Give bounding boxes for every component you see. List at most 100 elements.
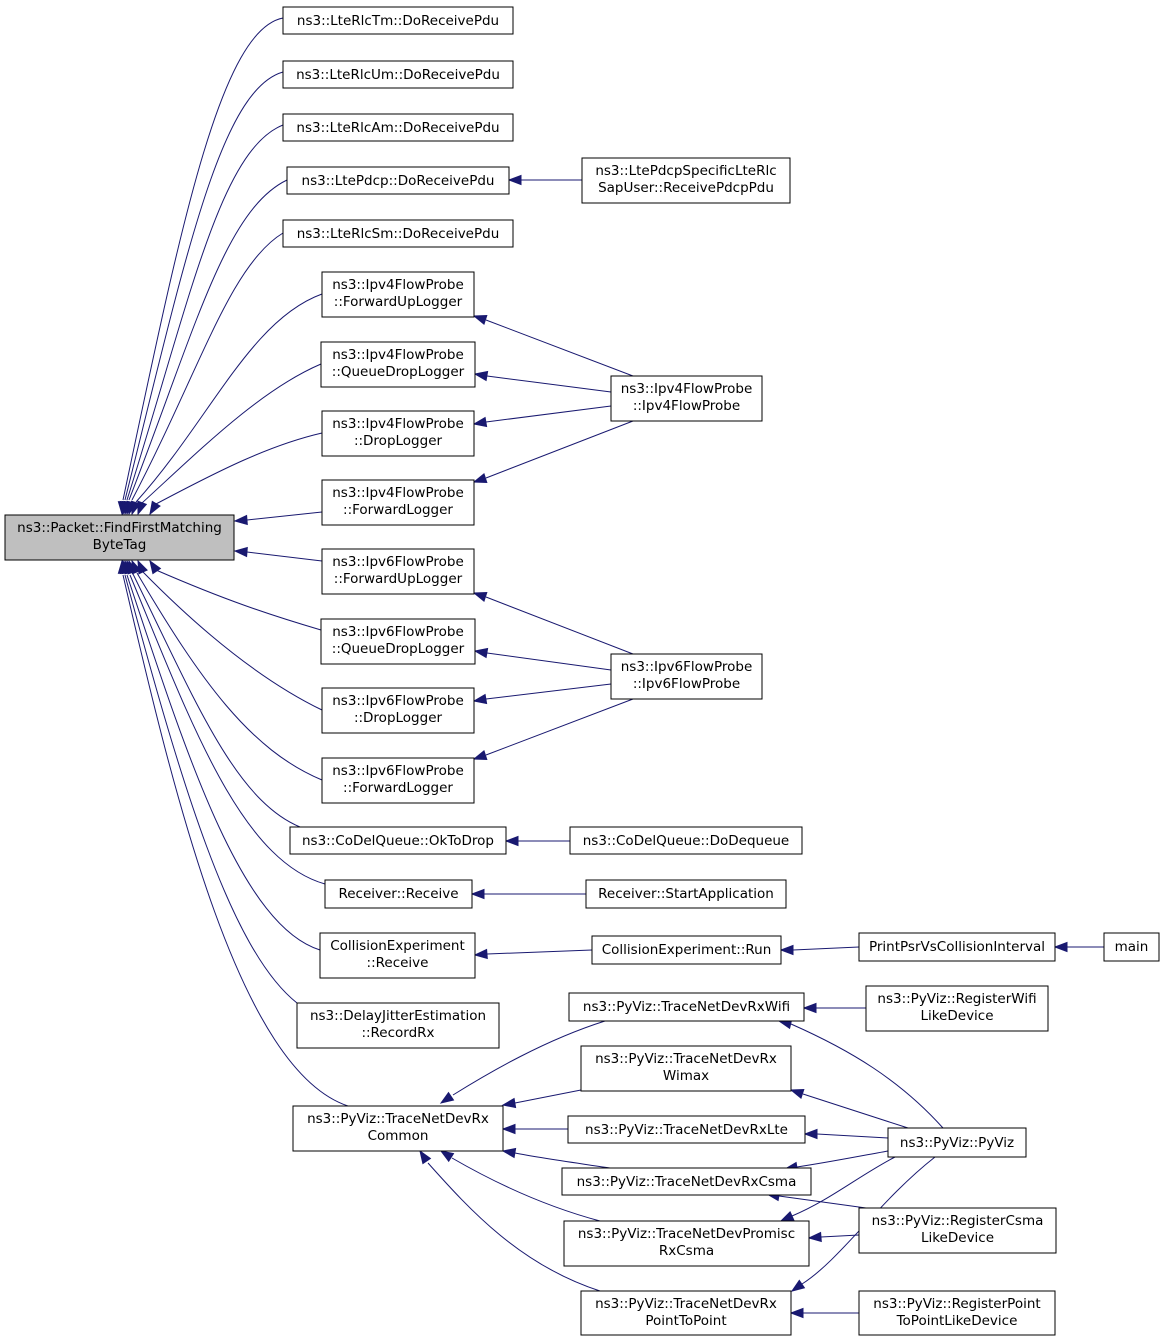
node-ipv6-flow-probe-drop-logger[interactable]: ns3::Ipv6FlowProbe ::DropLogger	[321, 687, 475, 734]
node-ipv4-flow-probe-forward-logger[interactable]: ns3::Ipv4FlowProbe ::ForwardLogger	[321, 479, 475, 526]
edge-arrowhead	[473, 948, 488, 960]
node-lte-rlc-tm-do-receive-pdu[interactable]: ns3::LteRlcTm::DoReceivePdu	[282, 6, 514, 35]
node-pyviz-trace-net-dev-rx-point-to-point[interactable]: ns3::PyViz::TraceNetDevRx PointToPoint	[580, 1290, 792, 1336]
edge-line	[486, 652, 612, 671]
edge-arrowhead	[1053, 941, 1068, 953]
edge-line	[129, 574, 326, 885]
edge-line	[802, 1093, 909, 1129]
edge-arrowhead	[472, 591, 488, 602]
node-pyviz-register-csma-like-device[interactable]: ns3::PyViz::RegisterCsma LikeDevice	[858, 1207, 1057, 1254]
edge-line	[796, 1150, 889, 1168]
edge-n1-to-n0	[117, 17, 284, 516]
node-print-psr-vs-collision-interval[interactable]: PrintPsrVsCollisionInterval	[858, 932, 1056, 962]
node-pyviz-trace-net-dev-rx-wifi[interactable]: ns3::PyViz::TraceNetDevRxWifi	[568, 992, 805, 1022]
edge-line	[155, 569, 322, 631]
edge-n27-to-n26	[439, 1020, 606, 1104]
edge-arrowhead	[117, 559, 129, 574]
edge-arrowhead	[779, 1211, 795, 1222]
node-ipv4-flow-probe-drop-logger[interactable]: ns3::Ipv4FlowProbe ::DropLogger	[321, 410, 475, 457]
node-receiver-start-application[interactable]: Receiver::StartApplication	[585, 879, 787, 909]
edge-n31-to-n29	[789, 1088, 909, 1129]
edge-n18-to-n17	[504, 835, 570, 847]
node-label-line: SapUser::ReceivePdcpPdu	[598, 180, 774, 196]
node-delay-jitter-estimation-record-rx[interactable]: ns3::DelayJitterEstimation ::RecordRx	[296, 1002, 500, 1049]
node-lte-rlc-sm-do-receive-pdu[interactable]: ns3::LteRlcSm::DoReceivePdu	[282, 219, 514, 248]
edge-line	[124, 71, 284, 501]
edge-arrowhead	[807, 1231, 822, 1243]
edge-arrowhead	[501, 1097, 517, 1109]
edge-line	[486, 375, 612, 393]
edge-n11-to-n9	[472, 405, 612, 428]
edge-line	[485, 596, 634, 655]
edge-n20-to-n19	[470, 888, 586, 900]
node-ipv4-flow-probe-queue-drop-logger[interactable]: ns3::Ipv4FlowProbe ::QueueDropLogger	[320, 341, 476, 388]
node-lte-rlc-um-do-receive-pdu[interactable]: ns3::LteRlcUm::DoReceivePdu	[282, 60, 514, 89]
node-collision-experiment-run[interactable]: CollisionExperiment::Run	[591, 935, 782, 965]
node-lte-rlc-am-do-receive-pdu[interactable]: ns3::LteRlcAm::DoReceivePdu	[282, 113, 514, 142]
node-pyviz-register-wifi-like-device[interactable]: ns3::PyViz::RegisterWifi LikeDevice	[865, 985, 1049, 1032]
edge-line	[778, 1195, 867, 1209]
node-pyviz-trace-net-dev-rx-wimax[interactable]: ns3::PyViz::TraceNetDevRx Wimax	[580, 1045, 792, 1092]
node-pyviz-trace-net-dev-promisc-rx-csma[interactable]: ns3::PyViz::TraceNetDevPromisc RxCsma	[563, 1220, 810, 1267]
node-pyviz-pyviz[interactable]: ns3::PyViz::PyViz	[887, 1127, 1027, 1158]
edge-n16-to-n14	[472, 683, 612, 705]
node-label-line: ns3::LtePdcpSpecificLteRlc	[595, 163, 776, 179]
edge-line	[142, 571, 323, 711]
node-codel-queue-do-dequeue[interactable]: ns3::CoDelQueue::DoDequeue	[569, 826, 803, 855]
node-collision-experiment-receive[interactable]: CollisionExperiment ::Receive	[319, 932, 476, 979]
edge-arrowhead	[472, 750, 488, 761]
edge-n6-to-n0	[126, 232, 284, 516]
node-label-line: PointToPoint	[645, 1313, 726, 1329]
node-label-line: ns3::PyViz::RegisterCsma	[872, 1213, 1044, 1229]
node-lte-pdcp-do-receive-pdu[interactable]: ns3::LtePdcp::DoReceivePdu	[286, 166, 510, 195]
edge-n11-to-n8	[473, 370, 612, 393]
node-label-line: ::RecordRx	[361, 1025, 434, 1041]
edge-n11-to-n7	[472, 314, 634, 377]
edge-arrowhead	[137, 500, 148, 516]
edge-arrowhead	[504, 835, 519, 847]
node-label-line: ::QueueDropLogger	[332, 641, 465, 657]
node-pyviz-register-point-to-point-like-device[interactable]: ns3::PyViz::RegisterPoint ToPointLikeDev…	[858, 1290, 1056, 1336]
node-label-line: ns3::Ipv4FlowProbe	[332, 277, 464, 293]
node-label-line: ns3::PyViz::TraceNetDevRxLte	[585, 1122, 788, 1138]
edge-n5-to-n4	[507, 174, 582, 186]
node-pyviz-trace-net-dev-rx-csma[interactable]: ns3::PyViz::TraceNetDevRxCsma	[561, 1167, 812, 1196]
node-label-line: ns3::PyViz::TraceNetDevRxCsma	[577, 1174, 797, 1190]
node-pyviz-trace-net-dev-rx-lte[interactable]: ns3::PyViz::TraceNetDevRxLte	[567, 1115, 806, 1144]
node-label-line: Common	[368, 1128, 429, 1144]
node-label-line: Wimax	[663, 1068, 709, 1084]
node-ipv4-flow-probe-ctor[interactable]: ns3::Ipv4FlowProbe ::Ipv4FlowProbe	[610, 375, 763, 422]
node-label-line: ::Ipv6FlowProbe	[633, 676, 740, 692]
node-label-line: ToPointLikeDevice	[896, 1313, 1018, 1329]
edge-n35-to-n26	[419, 1149, 601, 1292]
edge-line	[792, 946, 860, 951]
node-ipv4-flow-probe-forward-up-logger[interactable]: ns3::Ipv4FlowProbe ::ForwardUpLogger	[321, 271, 475, 318]
edge-line	[126, 124, 284, 501]
edge-n36-to-n35	[789, 1307, 859, 1319]
node-label-line: ns3::Ipv6FlowProbe	[332, 624, 464, 640]
edge-line	[128, 179, 288, 501]
node-label-line: ns3::Ipv6FlowProbe	[621, 659, 753, 675]
node-receiver-receive[interactable]: Receiver::Receive	[324, 879, 473, 909]
edge-n34-to-n33	[807, 1231, 860, 1243]
edge-line	[514, 1089, 582, 1104]
node-codel-queue-ok-to-drop[interactable]: ns3::CoDelQueue::OkToDrop	[289, 826, 507, 855]
edge-arrowhead	[790, 1279, 806, 1292]
node-ipv6-flow-probe-queue-drop-logger[interactable]: ns3::Ipv6FlowProbe ::QueueDropLogger	[320, 618, 476, 665]
node-label-line: ns3::Ipv4FlowProbe	[332, 485, 464, 501]
node-pyviz-trace-net-dev-rx-common[interactable]: ns3::PyViz::TraceNetDevRx Common	[292, 1105, 504, 1152]
node-ipv6-flow-probe-forward-up-logger[interactable]: ns3::Ipv6FlowProbe ::ForwardUpLogger	[321, 548, 475, 595]
edge-arrowhead	[137, 559, 148, 575]
edge-n16-to-n15	[472, 698, 634, 761]
node-label-line: ns3::PyViz::TraceNetDevRx	[595, 1296, 777, 1312]
node-lte-pdcp-specific-lte-rlc-sap-user-receive-pdcp-pdu[interactable]: ns3::LtePdcpSpecificLteRlc SapUser::Rece…	[581, 157, 791, 204]
node-ipv6-flow-probe-ctor[interactable]: ns3::Ipv6FlowProbe ::Ipv6FlowProbe	[610, 653, 763, 700]
edge-n29-to-n26	[501, 1089, 582, 1109]
node-packet-find-first-matching-byte-tag[interactable]: ns3::Packet::FindFirstMatching ByteTag	[4, 514, 235, 561]
node-label-line: ns3::LteRlcUm::DoReceivePdu	[296, 67, 500, 83]
node-ipv6-flow-probe-forward-logger[interactable]: ns3::Ipv6FlowProbe ::ForwardLogger	[321, 757, 475, 804]
node-main[interactable]: main	[1103, 932, 1160, 962]
edge-line	[451, 1157, 601, 1222]
node-label-line: ns3::Ipv6FlowProbe	[332, 693, 464, 709]
